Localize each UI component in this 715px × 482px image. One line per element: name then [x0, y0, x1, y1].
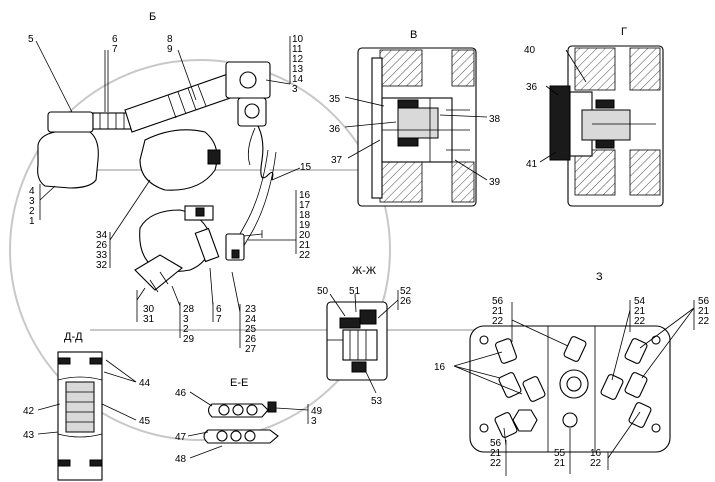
- callout-23: 23: [245, 304, 257, 315]
- callout-47: 47: [175, 432, 187, 443]
- callout-16: 16: [299, 190, 311, 201]
- callout-33: 33: [96, 250, 108, 261]
- callout-16-br: 16: [590, 448, 602, 459]
- view-zh-section: [326, 301, 388, 381]
- callout-22: 22: [299, 250, 311, 261]
- callout-26b: 26: [245, 334, 257, 345]
- callout-6-low: 6: [216, 304, 222, 315]
- callout-2a: 2: [29, 206, 35, 217]
- callout-21-bl: 21: [490, 448, 502, 459]
- callout-16-z: 16: [434, 362, 446, 373]
- callout-21-tr: 21: [698, 306, 710, 317]
- callout-31: 31: [143, 314, 155, 325]
- callout-4: 4: [29, 186, 35, 197]
- callout-25: 25: [245, 324, 257, 335]
- callout-38: 38: [489, 114, 501, 125]
- callout-45: 45: [139, 416, 151, 427]
- leader-lines: [35, 36, 695, 476]
- view-b-label: Б: [149, 11, 156, 23]
- callout-53: 53: [371, 396, 383, 407]
- callout-32: 32: [96, 260, 108, 271]
- callout-9: 9: [167, 44, 173, 55]
- callout-7-top: 7: [112, 44, 118, 55]
- callout-8: 8: [167, 34, 173, 45]
- view-zh-label: Ж-Ж: [352, 265, 376, 277]
- callout-6-top: 6: [112, 34, 118, 45]
- callout-3b: 3: [29, 196, 35, 207]
- callout-15: 15: [300, 162, 312, 173]
- callout-39: 39: [489, 177, 501, 188]
- callout-40: 40: [524, 45, 536, 56]
- callout-46: 46: [175, 388, 187, 399]
- view-g-label: Г: [621, 26, 627, 38]
- callout-2b: 2: [183, 324, 189, 335]
- callout-22-bl: 22: [490, 458, 502, 469]
- view-v-label: В: [410, 29, 417, 41]
- callout-37: 37: [331, 155, 343, 166]
- callout-26a: 26: [96, 240, 108, 251]
- callout-21-55: 21: [554, 458, 566, 469]
- callout-44: 44: [139, 378, 151, 389]
- callout-21-tl: 21: [492, 306, 504, 317]
- view-v-section: [357, 47, 477, 207]
- callout-48: 48: [175, 454, 187, 465]
- callout-49: 49: [311, 406, 323, 417]
- view-g-section: [549, 45, 664, 207]
- callout-35: 35: [329, 94, 341, 105]
- callout-36-v: 36: [329, 124, 341, 135]
- view-headers: Б В Г Ж-Ж З Д-Д Е-Е: [64, 11, 627, 389]
- callout-51: 51: [349, 286, 361, 297]
- callout-11: 11: [292, 44, 303, 55]
- callout-52: 52: [400, 286, 412, 297]
- callout-41: 41: [526, 159, 538, 170]
- callout-22-tl: 22: [492, 316, 504, 327]
- callout-22-br: 22: [590, 458, 602, 469]
- callout-27: 27: [245, 344, 257, 355]
- callout-29: 29: [183, 334, 195, 345]
- callout-42: 42: [23, 406, 35, 417]
- callout-12: 12: [292, 54, 304, 65]
- callout-17: 17: [299, 200, 311, 211]
- callout-56-tl: 56: [492, 296, 504, 307]
- view-e-label: Е-Е: [230, 377, 248, 389]
- callout-36-g: 36: [526, 82, 538, 93]
- callout-28: 28: [183, 304, 195, 315]
- callout-19: 19: [299, 220, 311, 231]
- callout-21-54: 21: [634, 306, 646, 317]
- callout-56-bl: 56: [490, 438, 502, 449]
- view-b-assembly: [37, 61, 277, 293]
- callout-55: 55: [554, 448, 566, 459]
- callout-43: 43: [23, 430, 35, 441]
- callout-13: 13: [292, 64, 304, 75]
- view-e-section: [203, 401, 279, 444]
- callout-5: 5: [28, 34, 34, 45]
- callout-22-tr: 22: [698, 316, 710, 327]
- callout-34: 34: [96, 230, 108, 241]
- callout-22-54: 22: [634, 316, 646, 327]
- callout-26c: 26: [400, 296, 412, 307]
- callout-20: 20: [299, 230, 311, 241]
- view-d-section: [57, 351, 103, 481]
- callout-21: 21: [299, 240, 311, 251]
- callout-1: 1: [29, 216, 35, 227]
- callouts: 5 6 7 8 9 10 11 12 13 14 3 15 16 17 18 1…: [23, 34, 710, 469]
- callout-10: 10: [292, 34, 304, 45]
- view-d-label: Д-Д: [64, 331, 83, 343]
- callout-24: 24: [245, 314, 257, 325]
- callout-3a: 3: [292, 84, 298, 95]
- callout-3c: 3: [183, 314, 189, 325]
- callout-56-tr: 56: [698, 296, 710, 307]
- callout-3d: 3: [311, 416, 317, 427]
- callout-50: 50: [317, 286, 329, 297]
- callout-14: 14: [292, 74, 304, 85]
- callout-30: 30: [143, 304, 155, 315]
- callout-54: 54: [634, 296, 646, 307]
- callout-7-low: 7: [216, 314, 222, 325]
- view-z-label: З: [596, 271, 603, 283]
- callout-18: 18: [299, 210, 311, 221]
